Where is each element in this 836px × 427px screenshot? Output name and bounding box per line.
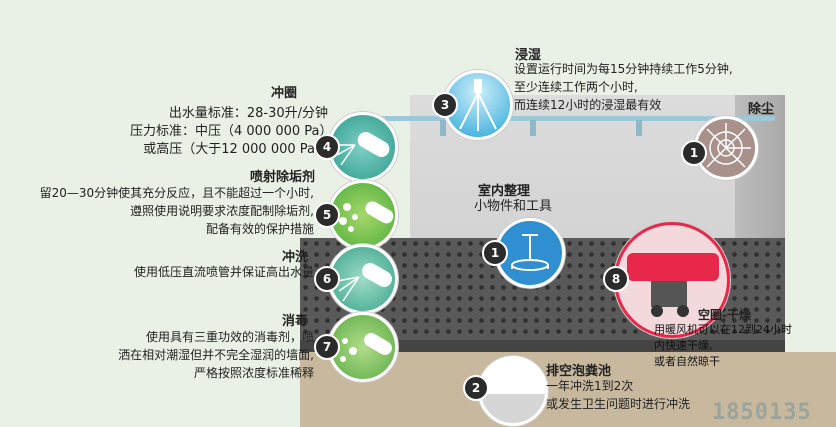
feeder-icon: [511, 234, 549, 271]
step3-title: 浸湿: [515, 48, 542, 63]
disinfect-spray-icon: [340, 333, 392, 362]
step8-desc: 用暖风机可以在12到24小时 内快速干燥, 或者自然晾干: [654, 322, 792, 370]
step8-line: 或者自然晾干: [654, 355, 720, 368]
step7-title: 消毒: [282, 314, 309, 329]
step4-line: 压力标准：中压（4 000 000 Pa）: [130, 124, 333, 139]
floor-edge: [300, 340, 785, 352]
sprinkler-pipe: [345, 116, 775, 121]
step3-line: 设置运行时间为每15分钟持续工作5分钟,: [514, 62, 733, 76]
nozzle-spray-icon: [459, 79, 497, 131]
heater-illustration: [614, 222, 730, 338]
step7-line: 洒在相对潮湿但并不完全湿润的墙面,: [118, 348, 314, 362]
step6-title: 冲洗: [282, 250, 309, 265]
dust-title: 除尘: [748, 102, 775, 117]
step5-line: 留20—30分钟使其充分反应，且不能超过一个小时,: [39, 186, 314, 200]
step4-line: 或高压（大于12 000 000 Pa）: [143, 142, 328, 157]
step-badge-6: 6: [314, 266, 340, 292]
step3-line: 至少连续工作两个小时,: [514, 80, 638, 94]
step-badge-4: 4: [314, 134, 340, 160]
rinse-hose-icon: [336, 263, 392, 302]
cobweb-icon: [706, 123, 751, 168]
step-badge-7: 7: [314, 334, 340, 360]
step-badge-2: 2: [463, 375, 489, 401]
step6-desc: 使用低压直流喷管并保证高出水量: [60, 263, 314, 281]
nozzle: [530, 120, 536, 136]
step7-line: 严格按照浓度标准稀释: [193, 366, 314, 380]
watermark-logo: 1850135: [712, 400, 812, 425]
step2-title: 排空泡粪池: [546, 364, 612, 379]
step8-line: 内快速干燥,: [654, 339, 713, 352]
step5-desc: 留20—30分钟使其充分反应，且不能超过一个小时, 遵照使用说明要求浓度配制除垢…: [0, 184, 314, 238]
nozzle: [440, 120, 446, 136]
step2-desc: 一年冲洗1到2次 或发生卫生问题时进行冲洗: [546, 377, 690, 413]
step2-line: 或发生卫生问题时进行冲洗: [546, 397, 691, 411]
step7-line: 使用具有三重功效的消毒剂，喷: [145, 330, 314, 344]
step4-title: 冲圈: [271, 86, 298, 101]
foam-spray-icon: [339, 201, 394, 232]
step-badge-3: 3: [432, 92, 458, 118]
heater-icon: [627, 253, 719, 317]
indoor-subtitle: 小物件和工具: [474, 199, 553, 214]
step-badge-5: 5: [314, 202, 340, 228]
hose-icon: [336, 132, 390, 166]
step7-desc: 使用具有三重功效的消毒剂，喷 洒在相对潮湿但并不完全湿润的墙面, 严格按照浓度标…: [80, 328, 314, 382]
disinfect-illustration: [328, 312, 398, 382]
step5-line: 遵照使用说明要求浓度配制除垢剂,: [130, 204, 314, 218]
step-badge-1b: 1: [482, 240, 508, 266]
step-badge-8: 8: [603, 266, 629, 292]
step8-line: 用暖风机可以在12到24小时: [654, 323, 792, 336]
step5-line: 配备有效的保护措施: [205, 222, 314, 236]
step4-desc: 出水量标准：28-30升/分钟 压力标准：中压（4 000 000 Pa） 或高…: [130, 105, 333, 159]
step4-line: 出水量标准：28-30升/分钟: [168, 106, 328, 121]
step-badge-1: 1: [681, 140, 707, 166]
step6-line: 使用低压直流喷管并保证高出水量: [133, 265, 314, 279]
step5-title: 喷射除垢剂: [250, 170, 316, 185]
step3-desc: 设置运行时间为每15分钟持续工作5分钟, 至少连续工作两个小时, 而连续12小时…: [514, 60, 733, 114]
step3-line: 而连续12小时的浸湿最有效: [514, 98, 662, 112]
step8-title: 空圈-干燥: [698, 308, 751, 322]
nozzle: [636, 120, 642, 136]
indoor-title: 室内整理: [478, 184, 531, 199]
step2-line: 一年冲洗1到2次: [546, 379, 634, 393]
